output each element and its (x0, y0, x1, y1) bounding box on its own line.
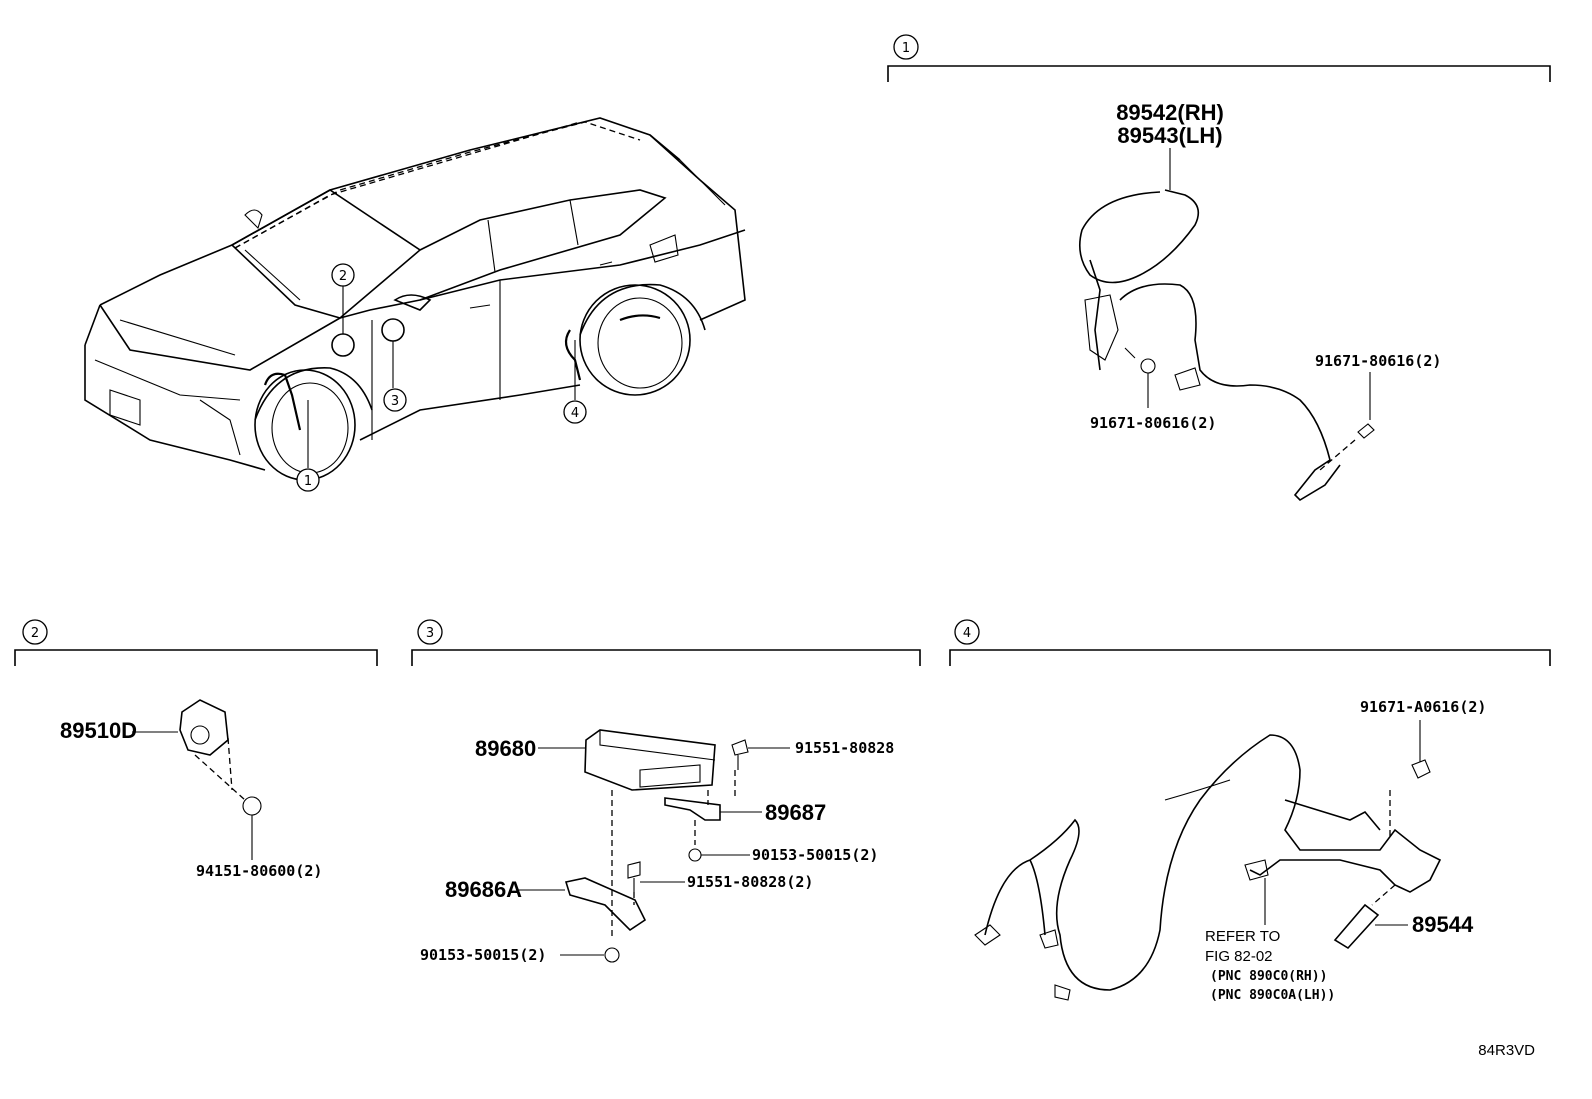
vehicle-illustration: 2 3 1 4 (84, 117, 746, 492)
vehicle-callout-4: 4 (571, 406, 579, 421)
label-91551-80828-lower: 91551-80828(2) (687, 873, 813, 891)
label-94151-80600: 94151-80600(2) (196, 862, 322, 880)
svg-text:2: 2 (31, 626, 39, 641)
callout-3-circle (383, 388, 407, 412)
label-91671-80616-a: 91671-80616(2) (1315, 352, 1441, 370)
label-89680: 89680 (475, 736, 536, 761)
callout-1-circle (296, 468, 320, 492)
svg-text:1: 1 (902, 41, 910, 56)
label-91671-A0616: 91671-A0616(2) (1360, 698, 1486, 716)
section4-parts: 91671-A0616(2) 89544 REFER TO FIG 82-02 … (974, 698, 1486, 1003)
vehicle-callout-1: 1 (304, 474, 312, 489)
section3-parts: 89680 91551-80828 89687 90153-50015(2) 9… (420, 729, 894, 964)
label-89510D: 89510D (60, 718, 137, 743)
callout-4-circle (563, 400, 587, 424)
svg-text:4: 4 (963, 626, 971, 641)
vehicle-callout-2: 2 (339, 269, 347, 284)
section2-parts: 89510D 94151-80600(2) (60, 699, 322, 880)
label-90153-50015-mid: 90153-50015(2) (752, 846, 878, 864)
label-89542: 89542(RH) (1116, 100, 1224, 125)
section-header-1: 1 (887, 34, 1551, 82)
vehicle-callout-3: 3 (391, 394, 399, 409)
refer-line-2: FIG 82-02 (1205, 948, 1273, 965)
pnc-lh: (PNC 890C0A(LH)) (1210, 988, 1335, 1003)
section-header-2: 2 (14, 619, 378, 666)
section-header-4: 4 (949, 619, 1551, 666)
label-91671-80616-b: 91671-80616(2) (1090, 414, 1216, 432)
label-89686A: 89686A (445, 877, 522, 902)
label-90153-50015-bottom: 90153-50015(2) (420, 946, 546, 964)
label-89544: 89544 (1412, 912, 1474, 937)
figure-code: 84R3VD (1478, 1042, 1535, 1059)
pnc-rh: (PNC 890C0(RH)) (1210, 969, 1327, 984)
section1-parts: 89542(RH) 89543(LH) 91671-80616(2) 91671… (1079, 100, 1441, 502)
section-header-3: 3 (411, 619, 921, 666)
svg-text:3: 3 (426, 626, 434, 641)
refer-line-1: REFER TO (1205, 928, 1280, 945)
callout-2-circle (331, 263, 355, 287)
label-91551-80828-top: 91551-80828 (795, 739, 894, 757)
label-89543: 89543(LH) (1117, 123, 1222, 148)
label-89687: 89687 (765, 800, 826, 825)
